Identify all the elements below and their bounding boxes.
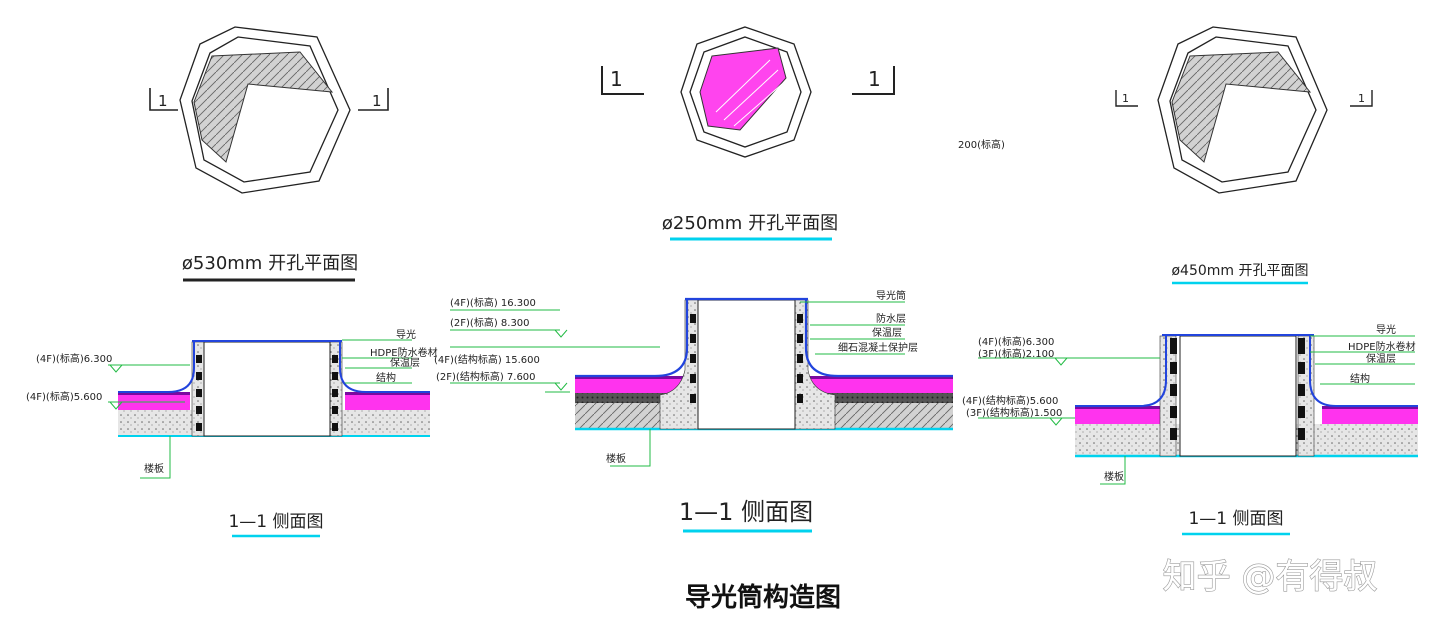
section-2-screed-right: [806, 393, 953, 403]
plan-1-caption: ø530mm 开孔平面图: [182, 253, 358, 274]
plan-1-inner-octagon: [191, 36, 339, 183]
plan-1-hatch: [193, 51, 334, 163]
plan-3-hatch: [1171, 51, 1312, 163]
section-1-leaders: [108, 339, 412, 479]
plan-2-cut-left-label: 1: [610, 67, 623, 91]
plan-2-glass: [699, 47, 787, 131]
watermark: 知乎 @有得叔: [1163, 557, 1378, 597]
section-2-membrane-left: [575, 376, 685, 379]
plan-3: 1 1 ø450mm 开孔平面图: [1115, 26, 1373, 285]
section-2-leaders: [450, 301, 905, 467]
section-3-caption: 1—1 侧面图: [1188, 509, 1283, 529]
section-2-label-2: 防水层: [876, 312, 906, 325]
section-2-tube: [697, 299, 796, 430]
section-2-level-4: (2F)(结构标高) 7.600: [436, 370, 536, 383]
section-3-insulation-left: [1075, 409, 1165, 424]
main-title: 导光筒构造图: [685, 582, 841, 613]
section-2-anchors: [690, 314, 803, 403]
section-1-tube: [203, 341, 331, 437]
plan-1-cut-right: [358, 88, 389, 111]
section-2-caption: 1—1 侧面图: [679, 498, 813, 526]
section-3-membrane-left: [1075, 406, 1165, 409]
section-1-level-2: (4F)(标高)5.600: [26, 390, 102, 403]
section-2-base-label: 楼板: [606, 452, 626, 465]
plan-3-cut-right: [1350, 90, 1373, 107]
section-3: (4F)(标高)6.300 (3F)(标高)2.100 (4F)(结构标高)5.…: [962, 323, 1418, 536]
section-3-level-2: (3F)(标高)2.100: [978, 347, 1054, 360]
plan-3-caption: ø450mm 开孔平面图: [1171, 263, 1308, 279]
section-2-screed-left: [575, 393, 685, 403]
section-1-label-4: 结构: [376, 371, 396, 384]
plan-3-cut-left: [1115, 90, 1138, 107]
section-3-leaders: [978, 335, 1415, 485]
section-3-label-4: 结构: [1350, 372, 1370, 385]
section-1-membrane-left: [118, 392, 190, 395]
plan-2-glass-reflection: [715, 59, 783, 127]
section-1-label-2: HDPE防水卷材: [370, 346, 438, 359]
section-3-label-3: 保温层: [1366, 352, 1396, 365]
section-1-anchors: [196, 355, 338, 431]
plan-1: 1 1 ø530mm 开孔平面图: [149, 26, 389, 282]
section-3-flashing-left: [1075, 336, 1167, 407]
section-1: (4F)(标高)6.300 (4F)(标高)5.600 楼板 导光 HDPE防水…: [26, 328, 438, 538]
section-2-level-3: (4F)(结构标高) 15.600: [434, 353, 540, 366]
section-3-insulation-right: [1322, 409, 1418, 424]
section-2-insulation-right: [806, 379, 953, 393]
section-1-label-1: 导光: [396, 328, 416, 341]
plan-2: 1 1 ø250mm 开孔平面图: [601, 26, 895, 241]
plan-3-cut-left-label: 1: [1122, 92, 1129, 105]
section-3-label-1: 导光: [1376, 323, 1396, 336]
section-1-level-1: (4F)(标高)6.300: [36, 352, 112, 365]
section-1-flashing-left: [118, 342, 195, 393]
plan-3-outer-octagon: [1157, 26, 1328, 194]
plan-1-outer-octagon: [179, 26, 351, 194]
dimension-note: 200(标高): [958, 138, 1005, 151]
section-2-label-4: 细石混凝土保护层: [838, 341, 918, 354]
section-2-flashing-left: [575, 300, 689, 378]
section-3-tube: [1179, 335, 1297, 457]
section-2-flashing-right: [804, 300, 953, 378]
section-3-level-3: (4F)(结构标高)5.600: [962, 394, 1058, 407]
plan-2-outer-octagon: [680, 26, 812, 158]
section-2-level-1: (4F)(标高) 16.300: [450, 296, 536, 309]
plan-2-inner-octagon: [689, 36, 802, 148]
plan-3-inner-octagon: [1169, 36, 1317, 183]
section-1-caption: 1—1 侧面图: [228, 512, 323, 532]
section-1-base-label: 楼板: [144, 462, 164, 475]
plan-1-cut-left: [149, 88, 178, 111]
section-2: (4F)(标高) 16.300 (2F)(标高) 8.300 (4F)(结构标高…: [434, 289, 953, 533]
plan-2-cut-right: [852, 66, 895, 95]
plan-2-cut-left: [601, 66, 644, 95]
section-2-insulation-left: [575, 379, 685, 393]
section-2-label-1: 导光筒: [876, 289, 906, 302]
section-1-flashing-right: [339, 342, 430, 393]
section-2-label-3: 保温层: [872, 326, 902, 339]
section-3-base-label: 楼板: [1104, 470, 1124, 483]
section-2-curb-left: [659, 299, 699, 430]
section-3-level-1: (4F)(标高)6.300: [978, 335, 1054, 348]
section-3-flashing-right: [1309, 336, 1418, 407]
section-2-membrane-right: [806, 376, 953, 379]
section-3-label-2: HDPE防水卷材: [1348, 340, 1416, 353]
plan-1-cut-right-label: 1: [372, 92, 382, 110]
section-3-membrane-right: [1322, 406, 1418, 409]
plan-1-cut-left-label: 1: [158, 92, 168, 110]
plan-2-caption: ø250mm 开孔平面图: [662, 213, 838, 234]
section-2-level-2: (2F)(标高) 8.300: [450, 316, 530, 329]
section-3-anchors: [1170, 338, 1305, 440]
plan-3-cut-right-label: 1: [1358, 92, 1365, 105]
section-1-label-3: 保温层: [390, 356, 420, 369]
plan-2-cut-right-label: 1: [868, 67, 881, 91]
section-3-level-4: (3F)(结构标高)1.500: [966, 406, 1062, 419]
section-1-membrane-right: [345, 392, 430, 395]
section-1-insulation-right: [345, 394, 430, 410]
